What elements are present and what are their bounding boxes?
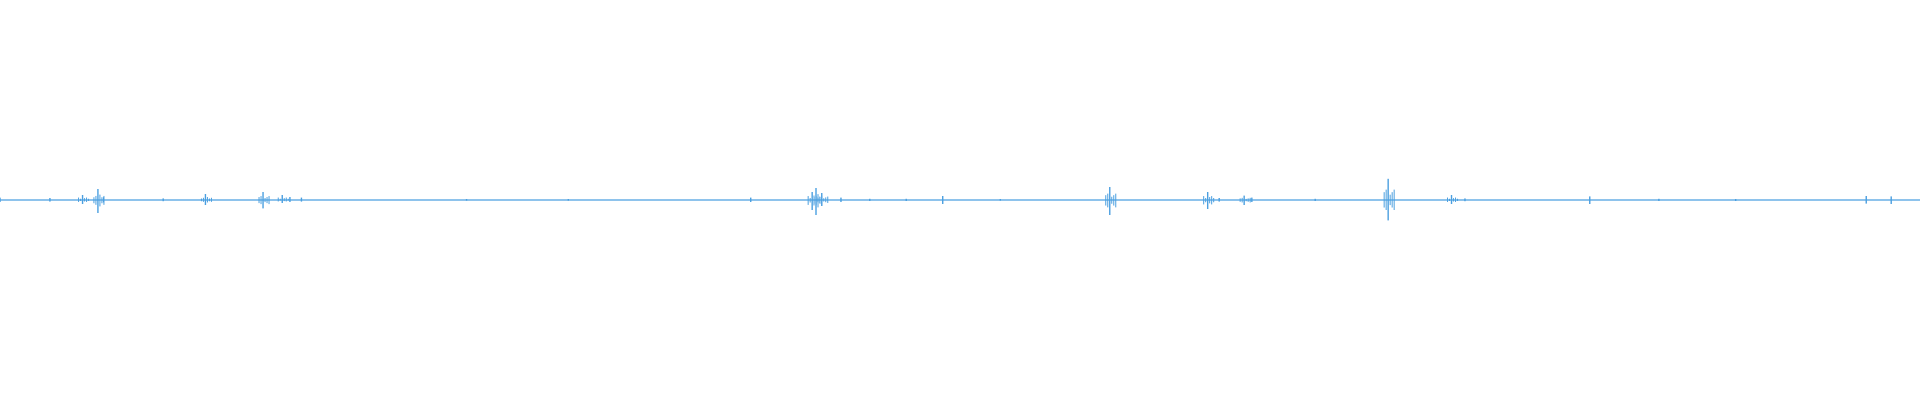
waveform-panel[interactable] <box>0 0 1920 400</box>
audio-waveform[interactable] <box>0 0 1920 400</box>
